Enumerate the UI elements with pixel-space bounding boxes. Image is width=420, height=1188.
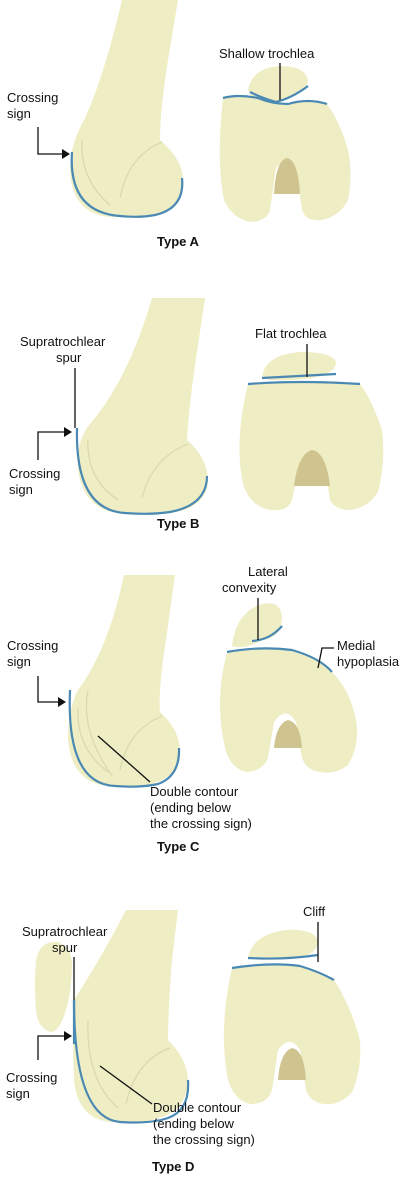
double-contour-line1-d: Double contour bbox=[153, 1100, 242, 1115]
trochlea-label-a: Shallow trochlea bbox=[219, 46, 315, 61]
hypoplasia-label-line2-c: hypoplasia bbox=[337, 654, 400, 669]
convexity-label-line1-c: Lateral bbox=[248, 564, 288, 579]
hypoplasia-label-line1-c: Medial bbox=[337, 638, 375, 653]
crossing-sign-line1-a: Crossing bbox=[7, 90, 58, 105]
spur-label-line2-d: spur bbox=[52, 940, 78, 955]
patella-d bbox=[248, 929, 318, 959]
crossing-sign-line2-c: sign bbox=[7, 654, 31, 669]
condyle-outline-a bbox=[70, 151, 184, 218]
crossing-sign-arrow-d bbox=[37, 1035, 64, 1060]
double-contour-line1-c: Double contour bbox=[150, 784, 239, 799]
crossing-sign-line1-b: Crossing bbox=[9, 466, 60, 481]
panel-type-b: Supratrochlear spur Crossing sign Flat t… bbox=[9, 298, 384, 531]
femur-shaft-c bbox=[68, 575, 180, 786]
spur-label-line1-b: Supratrochlear bbox=[20, 334, 106, 349]
femur-shaft-d bbox=[73, 910, 188, 1122]
spur-label-line1-d: Supratrochlear bbox=[22, 924, 108, 939]
trochlea-label-b: Flat trochlea bbox=[255, 326, 327, 341]
patella-b bbox=[262, 352, 336, 381]
double-contour-line3-d: the crossing sign) bbox=[153, 1132, 255, 1147]
crossing-sign-arrow-c bbox=[37, 676, 58, 703]
femur-shaft-b bbox=[77, 298, 208, 514]
condyle-outline-c bbox=[68, 689, 181, 788]
crossing-sign-arrow-a bbox=[37, 127, 62, 155]
double-contour-line2-d: (ending below bbox=[153, 1116, 235, 1131]
crossing-sign-line2-a: sign bbox=[7, 106, 31, 121]
type-label-b: Type B bbox=[157, 516, 199, 531]
trochlea-c bbox=[219, 648, 357, 773]
type-label-c: Type C bbox=[157, 839, 200, 854]
hypoplasia-pointer-c bbox=[317, 647, 334, 669]
cliff-label-d: Cliff bbox=[303, 904, 326, 919]
condyle-outline-d bbox=[72, 999, 190, 1124]
crossing-sign-arrow-b bbox=[37, 431, 64, 460]
panel-type-a: Crossing sign Shallow trochlea Type A bbox=[7, 0, 351, 249]
crossing-sign-line1-d: Crossing bbox=[6, 1070, 57, 1085]
patella-side-d bbox=[35, 941, 72, 1032]
crossing-sign-line2-d: sign bbox=[6, 1086, 30, 1101]
convexity-label-line2-c: convexity bbox=[222, 580, 277, 595]
double-contour-line3-c: the crossing sign) bbox=[150, 816, 252, 831]
crossing-sign-line2-b: sign bbox=[9, 482, 33, 497]
type-label-a: Type A bbox=[157, 234, 200, 249]
panel-type-c: Lateral convexity Medial hypoplasia Cros… bbox=[7, 564, 400, 854]
crossing-sign-line1-c: Crossing bbox=[7, 638, 58, 653]
double-contour-pointer-c bbox=[97, 735, 151, 783]
trochlea-d bbox=[223, 964, 361, 1105]
condyle-outline-b bbox=[75, 427, 209, 515]
panel-type-d: Supratrochlear spur Crossing sign Cliff … bbox=[6, 904, 361, 1174]
spur-label-line2-b: spur bbox=[56, 350, 82, 365]
trochlea-b bbox=[239, 382, 384, 511]
double-contour-line2-c: (ending below bbox=[150, 800, 232, 815]
patella-a bbox=[248, 66, 308, 103]
femur-shaft-a bbox=[70, 0, 183, 217]
type-label-d: Type D bbox=[152, 1159, 194, 1174]
double-contour-pointer-d bbox=[99, 1065, 153, 1105]
